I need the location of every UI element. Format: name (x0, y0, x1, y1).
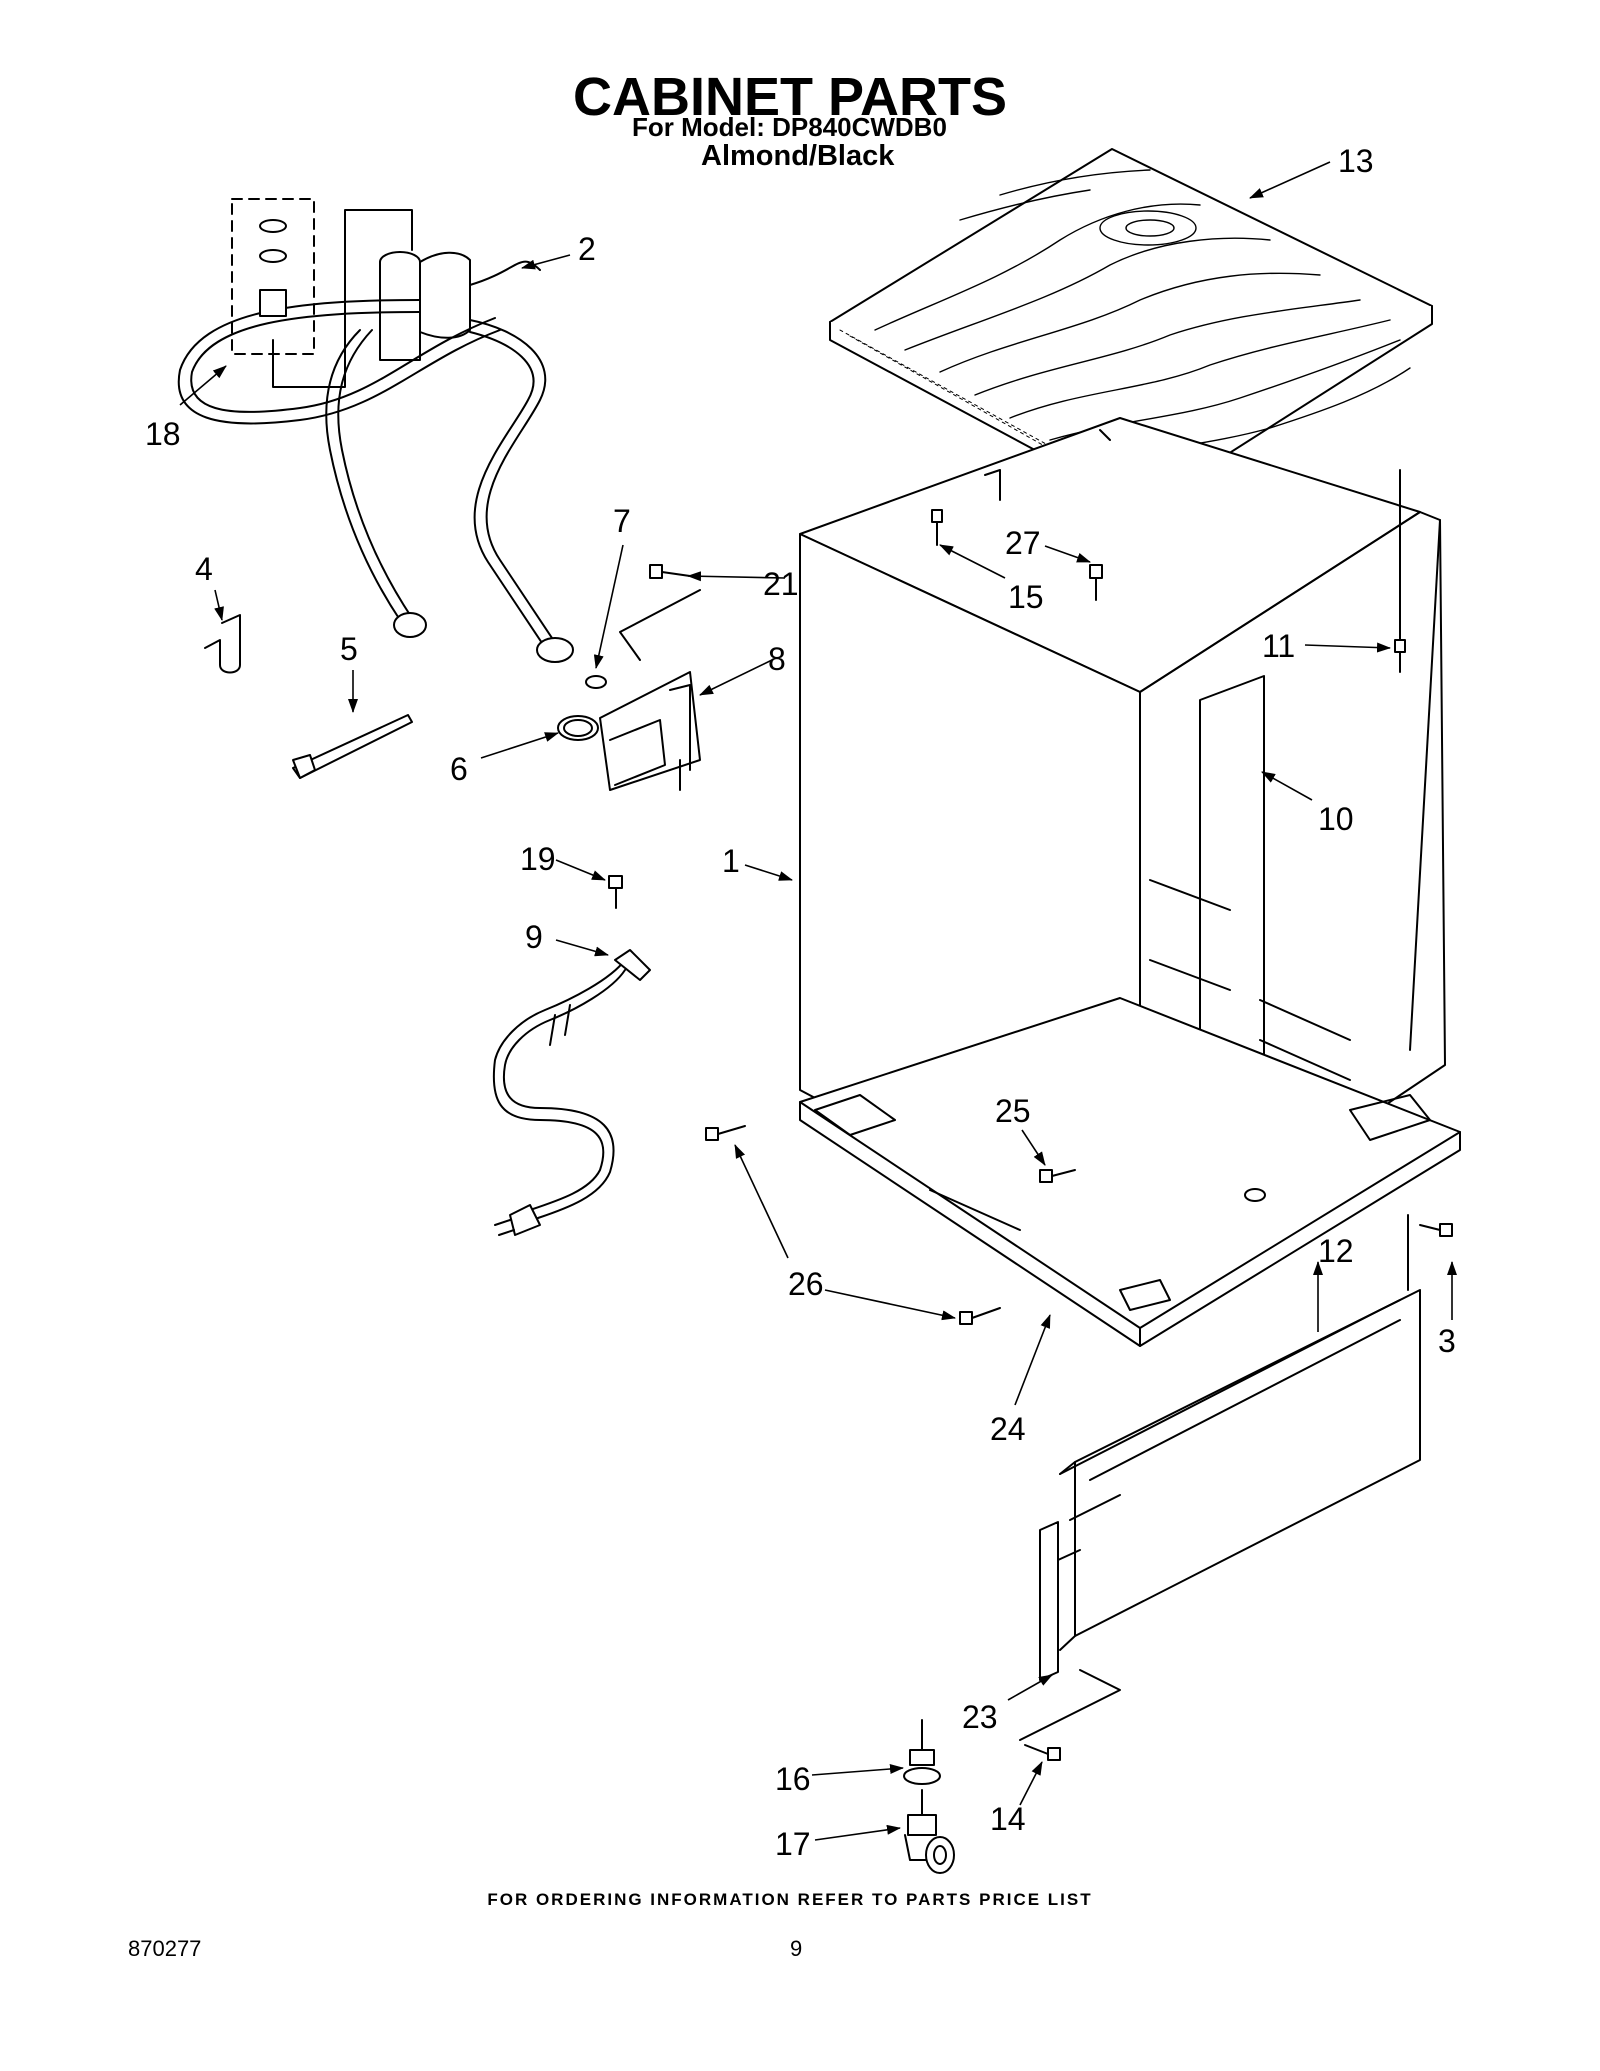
callout-13: 14 (990, 1801, 1026, 1837)
page-number: 9 (790, 1936, 803, 1961)
callout-23: 23 (962, 1699, 998, 1735)
callout-5: 5 (340, 631, 358, 667)
callout-26: 26 (788, 1266, 824, 1302)
power-cord (492, 949, 651, 1236)
screw-25 (1039, 1169, 1076, 1183)
lower-front-panel (1059, 1289, 1421, 1651)
caster-assembly (903, 1719, 955, 1874)
hose-clip (204, 614, 241, 674)
callout-14: 13 (1338, 143, 1374, 179)
screw-26-right (959, 1307, 1001, 1325)
screw-15 (931, 509, 943, 546)
color-line: Almond/Black (701, 140, 895, 172)
callout-2: 2 (578, 231, 596, 267)
callout-21: 21 (763, 566, 799, 602)
model-line: For Model: DP840CWDB0 (632, 112, 947, 142)
screw-19 (608, 875, 623, 909)
hose-clamp (557, 715, 599, 741)
callout-4: 4 (195, 551, 213, 587)
callout-19: 19 (520, 841, 556, 877)
screw-26-left (705, 1125, 746, 1141)
screw-13 (1019, 1669, 1121, 1761)
document-number: 870277 (128, 1936, 202, 1961)
ordering-note: FOR ORDERING INFORMATION REFER TO PARTS … (487, 1890, 1093, 1909)
washer (585, 675, 607, 689)
screw-21 (649, 564, 691, 579)
water-hose (177, 251, 574, 663)
page-title: CABINET PARTS (572, 67, 1007, 127)
callout-9: 9 (525, 919, 543, 955)
callout-10: 10 (1318, 801, 1354, 837)
callout-3: 3 (1438, 1323, 1456, 1359)
callout-24: 24 (990, 1411, 1026, 1447)
valve-cover (599, 589, 701, 791)
callout-25: 25 (995, 1093, 1031, 1129)
screw-3 (1407, 1214, 1453, 1291)
callout-11: 11 (1262, 628, 1295, 664)
washer-kit-group (231, 198, 413, 388)
callout-15: 15 (1008, 579, 1044, 615)
callout-12: 12 (1318, 1233, 1354, 1269)
base-frame (799, 997, 1461, 1347)
side-bracket (1039, 1521, 1081, 1681)
callout-16: 16 (775, 1761, 811, 1797)
cable-tie (292, 714, 413, 779)
callout-27: 27 (1005, 525, 1041, 561)
callout-18: 18 (145, 416, 181, 452)
callout-6: 6 (450, 751, 468, 787)
callout-8: 8 (768, 641, 786, 677)
callout-17: 17 (775, 1826, 811, 1862)
callout-1: 1 (722, 843, 740, 879)
screw-11 (1394, 469, 1406, 673)
callout-7: 7 (613, 503, 631, 539)
screw-27 (1089, 564, 1103, 601)
